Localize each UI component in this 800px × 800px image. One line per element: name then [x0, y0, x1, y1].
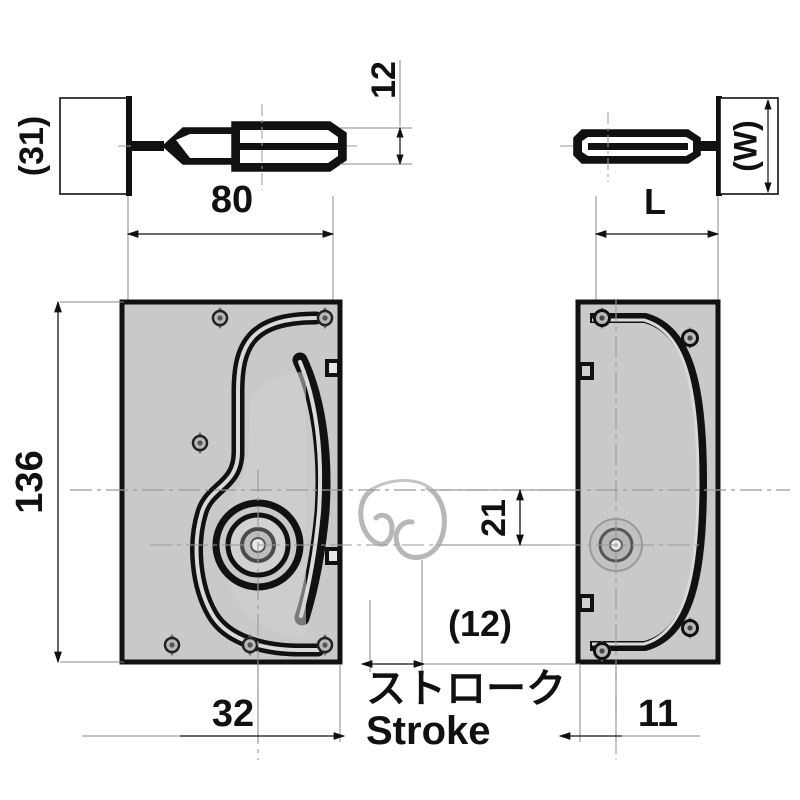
phantom-hook-left	[358, 487, 395, 547]
stroke-label-japanese: ストローク	[366, 667, 566, 711]
right-slot-outline	[590, 313, 707, 651]
right-plan-view-group	[575, 299, 721, 665]
dim-12-text: 12	[365, 61, 403, 99]
stroke-label-english: Stroke	[366, 709, 491, 753]
screw-hole	[163, 634, 181, 656]
screw-hole	[593, 640, 611, 662]
edge-hook-tip-inner	[176, 134, 234, 158]
edge-notch-top-inner	[329, 363, 337, 373]
phantom-hook-detail	[358, 478, 447, 560]
dim-136-group	[54, 300, 124, 664]
latch-tongue-highlight	[298, 360, 323, 618]
right-edge-shaft-stub	[700, 141, 722, 151]
dim-32-text: 32	[212, 693, 254, 735]
screw-hole-group-right	[593, 307, 699, 662]
right-edge-view-group	[560, 96, 779, 196]
dim-11-text: 11	[638, 693, 678, 735]
dim-21-group	[440, 488, 560, 547]
dim-136-text: 136	[9, 450, 51, 513]
screw-hole	[681, 617, 699, 639]
right-edge-hook-bar	[588, 143, 688, 150]
dim-L-text: L	[644, 181, 666, 222]
screw-hole	[316, 307, 334, 329]
dim-31-text: (31)	[13, 116, 51, 176]
edge-shaft-stub	[131, 141, 164, 151]
screw-hole-group-left	[163, 307, 334, 656]
edge-notch-bottom-inner	[329, 551, 337, 561]
hook-arm-highlight	[194, 316, 320, 652]
dim-80-text: 80	[211, 179, 253, 221]
phantom-hook-top	[367, 478, 434, 494]
edge-hook-body-bar	[240, 143, 338, 150]
screw-hole	[681, 327, 699, 349]
right-edge-notch-top-inner	[582, 366, 590, 376]
right-edge-notch-bottom-inner	[582, 598, 590, 608]
dim-21-text: 21	[475, 499, 513, 537]
left-plan-view-group	[119, 299, 343, 665]
screw-hole	[593, 307, 611, 329]
screw-hole	[316, 634, 334, 656]
right-slot-highlight	[592, 318, 700, 646]
screw-hole	[211, 307, 229, 329]
dim-W-text: (W)	[727, 120, 763, 172]
dim-32-group	[82, 660, 346, 742]
phantom-hook-right	[393, 485, 447, 560]
left-edge-view-group	[59, 60, 412, 196]
dim-stroke-group	[360, 560, 580, 672]
screw-hole	[241, 634, 259, 656]
dim-12-clearance-text: (12)	[448, 603, 512, 644]
dim-80-group	[126, 196, 335, 300]
dim-11-group	[558, 664, 700, 742]
dim-L-group	[594, 196, 720, 300]
right-edge-thick-wall	[716, 96, 722, 196]
screw-hole	[191, 432, 209, 454]
right-plate	[575, 299, 721, 665]
